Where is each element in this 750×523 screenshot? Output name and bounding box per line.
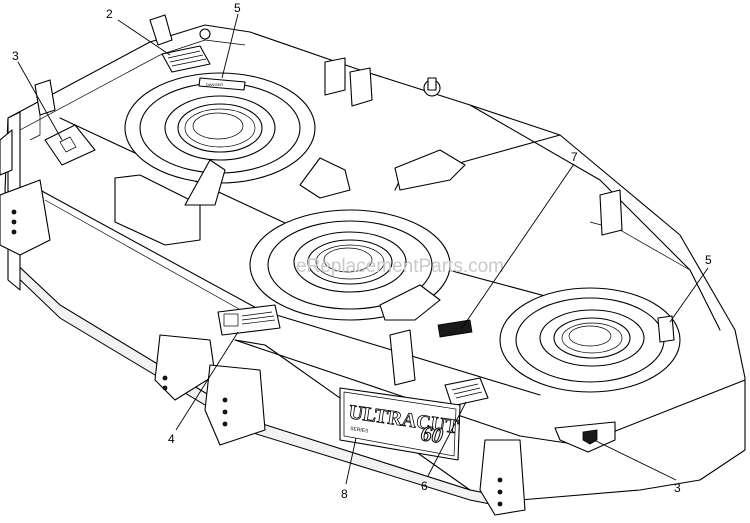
callout-8: 8 <box>341 487 348 501</box>
spindle-right <box>499 287 681 393</box>
callout-5-top: 5 <box>234 1 241 15</box>
watermark-text: eReplacementParts.com <box>296 256 504 277</box>
spindle-left <box>124 72 316 184</box>
decal-3-right <box>554 421 616 453</box>
callout-2: 2 <box>106 7 113 21</box>
decal-6 <box>444 377 489 407</box>
brand-number: 60 <box>419 420 444 448</box>
callout-3-right: 3 <box>674 481 681 495</box>
callout-6: 6 <box>421 479 428 493</box>
leader-lines <box>17 13 709 485</box>
decal-4 <box>217 304 281 336</box>
brand-decal: ULTRACUT 60 SERIES <box>339 387 461 461</box>
spindle-center <box>249 209 451 321</box>
callouts: 2 5 3 7 5 4 8 6 3 <box>12 1 712 501</box>
callout-3-left: 3 <box>12 49 19 63</box>
decal-7 <box>437 319 473 338</box>
callout-4: 4 <box>168 432 175 446</box>
callout-7: 7 <box>571 150 578 164</box>
decal-3-left <box>44 124 96 166</box>
callout-5-right: 5 <box>705 253 712 267</box>
deck-brackets <box>34 14 623 386</box>
decal-5-right <box>657 315 675 343</box>
mount-brackets <box>0 179 526 516</box>
decal-2 <box>161 45 211 73</box>
brand-subtext: SERIES <box>350 426 370 435</box>
danger-text: DANGER <box>206 82 223 87</box>
decal-5-upper: DANGER <box>198 77 246 91</box>
